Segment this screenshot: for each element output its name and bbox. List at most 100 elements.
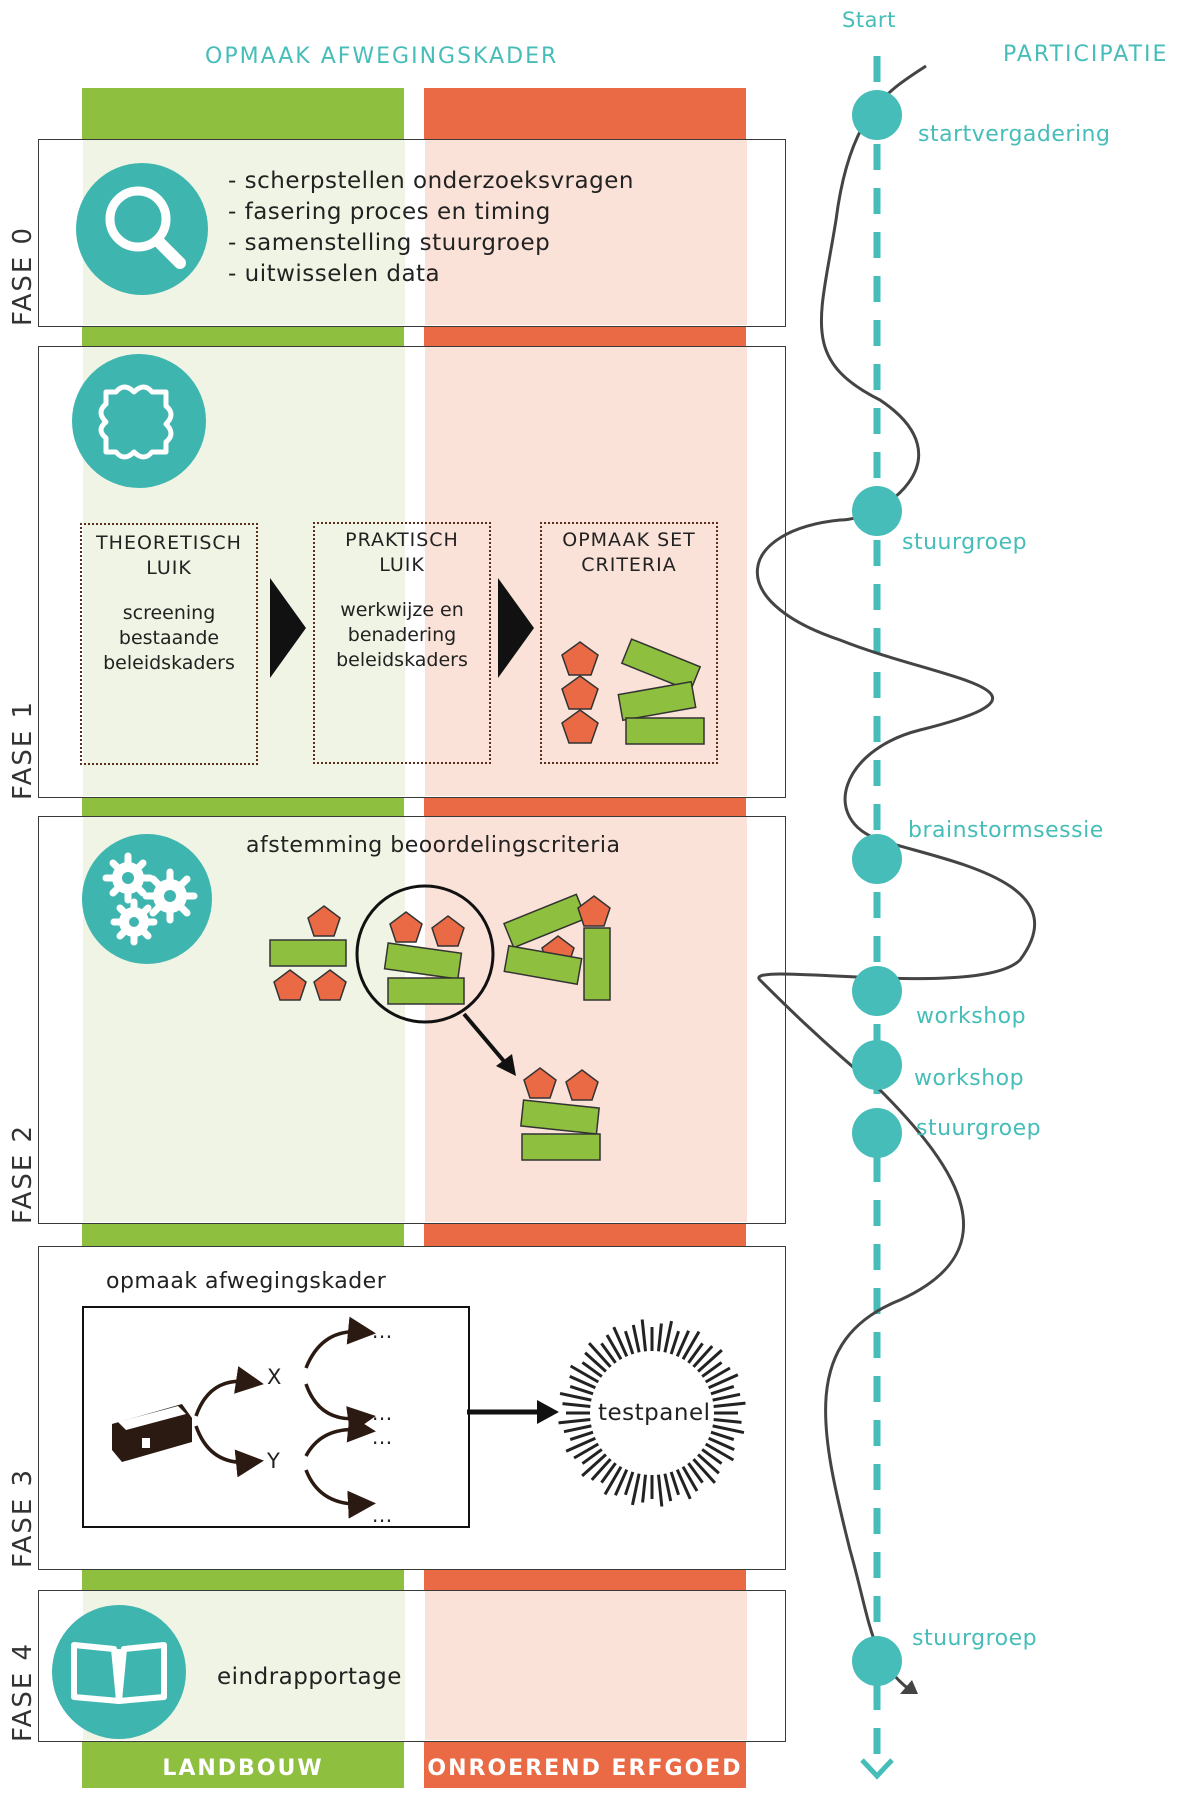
- fase0-bullets: - scherpstellen onderzoeksvragen - faser…: [228, 166, 634, 290]
- burst-ray: [612, 1326, 629, 1357]
- burst-ray: [697, 1348, 723, 1373]
- book-icon: [71, 1642, 167, 1704]
- burst-ray: [669, 1471, 681, 1496]
- arrow-right-icon: [498, 578, 534, 678]
- burst-ray: [701, 1361, 723, 1378]
- branch-ellipsis: ...: [372, 1401, 393, 1425]
- list-item: - uitwisselen data: [228, 261, 441, 287]
- testpanel-burst-icon: [558, 1319, 746, 1507]
- list-item: - fasering proces en timing: [228, 199, 551, 225]
- criteria-shapes-icon: [561, 638, 705, 745]
- participation-timeline: [756, 56, 1037, 1780]
- burst-ray: [681, 1330, 701, 1361]
- fase1-icon-circle: [72, 354, 206, 488]
- burst-ray: [565, 1436, 596, 1453]
- burst-ray: [623, 1471, 635, 1496]
- burst-ray: [569, 1384, 594, 1396]
- burst-ray: [675, 1330, 690, 1357]
- criteria-matching-icon: [269, 884, 611, 1161]
- fase0-label: FASE 0: [8, 225, 38, 326]
- burst-ray: [697, 1453, 720, 1475]
- burst-ray: [687, 1342, 704, 1364]
- right-header-title: PARTICIPATIE: [1003, 42, 1169, 67]
- participation-label: stuurgroep: [902, 530, 1028, 555]
- burst-ray: [562, 1402, 591, 1409]
- participation-label: stuurgroep: [912, 1626, 1038, 1651]
- burst-ray: [581, 1448, 603, 1465]
- burst-ray: [710, 1430, 735, 1442]
- opmaak-set-criteria-box: OPMAAK SET CRITERIA: [540, 522, 718, 764]
- burst-ray: [587, 1342, 612, 1368]
- fase3-panel: [38, 1246, 786, 1570]
- onroerend-erfgoed-label: ONROEREND ERFGOED: [427, 1756, 743, 1781]
- burst-ray: [712, 1392, 741, 1402]
- fase0-icon-circle: [76, 163, 208, 295]
- magnifier-icon: [105, 186, 186, 269]
- fase3-label: FASE 3: [8, 1467, 38, 1568]
- participation-label: startvergadering: [918, 122, 1111, 147]
- branch-ellipsis: ...: [372, 1319, 393, 1343]
- burst-ray: [600, 1342, 617, 1364]
- participation-label: workshop: [916, 1004, 1027, 1029]
- burst-ray: [704, 1366, 731, 1384]
- fase2-icon-circle: [82, 834, 212, 964]
- burst-ray: [640, 1319, 648, 1352]
- fase2-label: FASE 2: [8, 1123, 38, 1224]
- participation-label: brainstormsessie: [908, 818, 1104, 843]
- burst-ray: [558, 1417, 591, 1425]
- fase3-title: opmaak afwegingskader: [106, 1269, 387, 1294]
- gears-icon: [102, 852, 198, 946]
- burst-ray: [631, 1324, 641, 1353]
- participation-node: [852, 1040, 902, 1090]
- burst-ray: [569, 1430, 594, 1442]
- burst-ray: [603, 1465, 623, 1496]
- arrow-right-icon: [467, 1400, 559, 1424]
- list-item: - scherpstellen onderzoeksvragen: [228, 168, 634, 194]
- fase1-label: FASE 1: [8, 699, 38, 800]
- burst-ray: [630, 1473, 641, 1506]
- burst-ray: [687, 1462, 704, 1484]
- participation-node: [852, 486, 902, 536]
- burst-ray: [704, 1442, 735, 1462]
- burst-ray: [581, 1361, 603, 1378]
- burst-ray: [692, 1458, 717, 1484]
- fase4-title: eindrapportage: [217, 1664, 402, 1690]
- burst-ray: [605, 1334, 623, 1361]
- burst-ray: [708, 1373, 739, 1390]
- burst-ray: [675, 1469, 692, 1500]
- list-item: - samenstelling stuurgroep: [228, 230, 551, 256]
- participation-node: [852, 90, 902, 140]
- burst-ray: [701, 1448, 723, 1465]
- burst-ray: [663, 1473, 673, 1502]
- branch-y-label: Y: [267, 1449, 281, 1473]
- timeline-start-label: Start: [842, 8, 896, 32]
- burst-ray: [692, 1345, 714, 1368]
- participation-node: [852, 1636, 902, 1686]
- arrow-right-icon: [270, 578, 306, 678]
- burst-ray: [708, 1436, 735, 1451]
- praktisch-luik-box: PRAKTISCH LUIK werkwijze en benadering b…: [313, 522, 491, 764]
- branch-ellipsis: ...: [372, 1425, 393, 1449]
- participation-node: [852, 966, 902, 1016]
- burst-ray: [569, 1364, 600, 1384]
- burst-ray: [713, 1417, 742, 1424]
- burst-ray: [681, 1465, 699, 1492]
- participation-label: workshop: [914, 1066, 1025, 1091]
- burst-ray: [569, 1375, 596, 1390]
- burst-ray: [590, 1458, 612, 1481]
- burst-ray: [712, 1424, 745, 1435]
- participation-node: [852, 834, 902, 884]
- burst-ray: [656, 1474, 664, 1507]
- fase4-icon-circle: [52, 1605, 186, 1739]
- participation-label: stuurgroep: [916, 1116, 1042, 1141]
- branch-x-label: X: [267, 1365, 282, 1389]
- burst-ray: [559, 1391, 592, 1402]
- burst-ray: [656, 1323, 663, 1352]
- burst-ray: [581, 1453, 607, 1478]
- burst-ray: [713, 1401, 746, 1409]
- decision-tree-icon: [112, 1316, 376, 1519]
- burst-ray: [641, 1474, 648, 1503]
- theoretisch-luik-box: THEORETISCH LUIK screening bestaande bel…: [80, 523, 258, 765]
- burst-ray: [623, 1330, 635, 1355]
- burst-ray: [573, 1442, 600, 1460]
